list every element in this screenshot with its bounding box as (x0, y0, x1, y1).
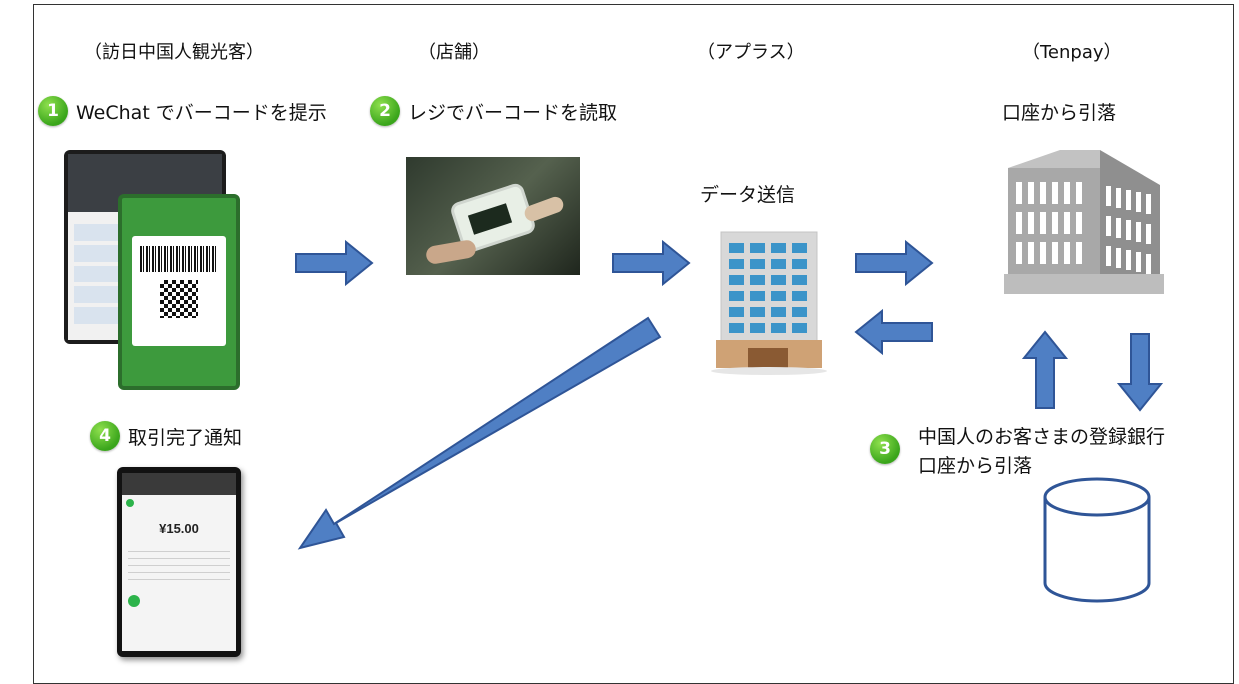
step-3-label-line2: 口座から引落 (918, 455, 1033, 477)
arrow-up-bank-to-tenpay (1021, 330, 1069, 409)
transaction-complete-phone-image: ¥15.00 (117, 467, 241, 657)
column-title-tourist: （訪日中国人観光客） (84, 42, 264, 63)
step-4-label: 取引完了通知 (128, 427, 243, 449)
step-4-badge: 4 (90, 421, 120, 451)
step-2-badge: 2 (370, 96, 400, 126)
step-2-label: レジでバーコードを読取 (408, 102, 618, 124)
data-send-label: データ送信 (700, 184, 796, 206)
arrow-apras-to-tenpay (855, 239, 934, 287)
arrow-phone-to-store (295, 239, 374, 287)
step-1-label: WeChat でバーコードを提示 (76, 102, 327, 124)
column-title-apras: （アプラス） (697, 42, 805, 63)
step-3-label-line1: 中国人のお客さまの登録銀行 (918, 426, 1166, 448)
receipt-amount: ¥15.00 (159, 521, 199, 536)
step-1-badge: 1 (38, 96, 68, 126)
wechat-barcode-phone-image (118, 194, 240, 390)
arrow-apras-to-customer-notification (297, 316, 662, 550)
column-title-tenpay: （Tenpay） (1022, 42, 1122, 63)
arrow-store-to-apras (612, 239, 691, 287)
store-barcode-scan-photo (406, 157, 580, 275)
tenpay-debit-label: 口座から引落 (1002, 102, 1117, 124)
step-3-badge: 3 (870, 434, 900, 464)
tenpay-bank-building-icon (1004, 150, 1164, 294)
column-title-store: （店舗） (418, 42, 490, 63)
apras-office-building-icon (711, 231, 827, 375)
bank-database-cylinder-icon (1043, 477, 1151, 603)
arrow-down-tenpay-to-bank (1116, 333, 1164, 412)
arrow-tenpay-to-apras (854, 308, 933, 356)
